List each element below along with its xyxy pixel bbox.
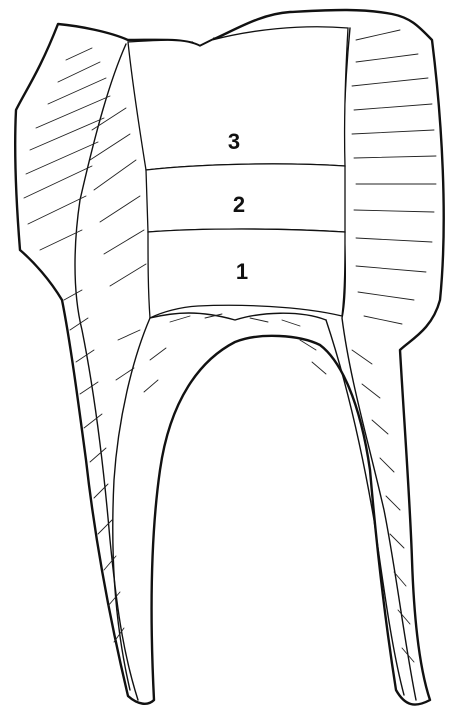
crown-section-2: [146, 164, 345, 232]
section-2-label: 2: [233, 192, 245, 217]
section-1-label: 1: [236, 259, 248, 284]
section-3-label: 3: [228, 129, 240, 154]
